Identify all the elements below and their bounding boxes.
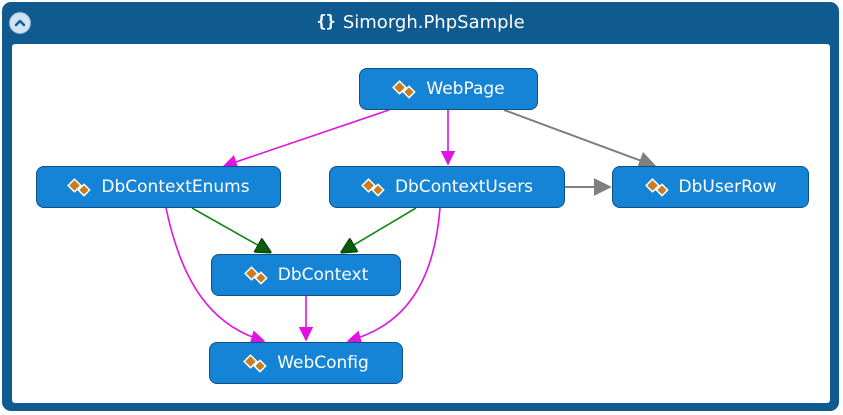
node-label: DbContext xyxy=(277,265,369,285)
namespace-container: {} Simorgh.PhpSample xyxy=(2,2,839,411)
edge-layer xyxy=(165,109,657,345)
node-dbuserrow[interactable]: DbUserRow xyxy=(612,166,809,208)
edge-webpage-dbcontextenums xyxy=(222,109,390,169)
class-icon xyxy=(243,263,272,287)
collapse-button[interactable] xyxy=(9,12,31,34)
chevron-up-icon xyxy=(14,19,26,27)
class-icon xyxy=(644,175,673,199)
braces-icon: {} xyxy=(316,12,336,32)
node-webpage[interactable]: WebPage xyxy=(359,68,538,110)
class-icon xyxy=(243,351,271,375)
diagram-canvas: WebPage DbContextEnums DbContextUser xyxy=(12,44,830,403)
node-label: DbUserRow xyxy=(678,177,777,197)
node-dbcontextusers[interactable]: DbContextUsers xyxy=(329,166,565,208)
node-webconfig[interactable]: WebConfig xyxy=(209,342,403,384)
node-label: DbContextUsers xyxy=(394,177,534,197)
title-bar: {} Simorgh.PhpSample xyxy=(2,2,839,42)
class-icon xyxy=(361,175,389,199)
edge-dbcontextusers-webconfig xyxy=(346,207,441,345)
node-dbcontextenums[interactable]: DbContextEnums xyxy=(36,166,281,208)
edge-dbcontextenums-webconfig xyxy=(165,207,266,345)
node-label: WebConfig xyxy=(277,353,369,373)
node-label: DbContextEnums xyxy=(101,177,250,197)
node-label: WebPage xyxy=(426,79,505,99)
node-dbcontext[interactable]: DbContext xyxy=(211,254,401,296)
class-icon xyxy=(67,175,95,199)
edge-dbcontextusers-dbcontext xyxy=(342,207,417,252)
title-group: {} Simorgh.PhpSample xyxy=(2,2,839,42)
edge-webpage-dbuserrow xyxy=(503,109,657,169)
class-icon xyxy=(392,77,420,101)
namespace-title: Simorgh.PhpSample xyxy=(342,11,525,33)
edge-dbcontextenums-dbcontext xyxy=(191,207,270,252)
